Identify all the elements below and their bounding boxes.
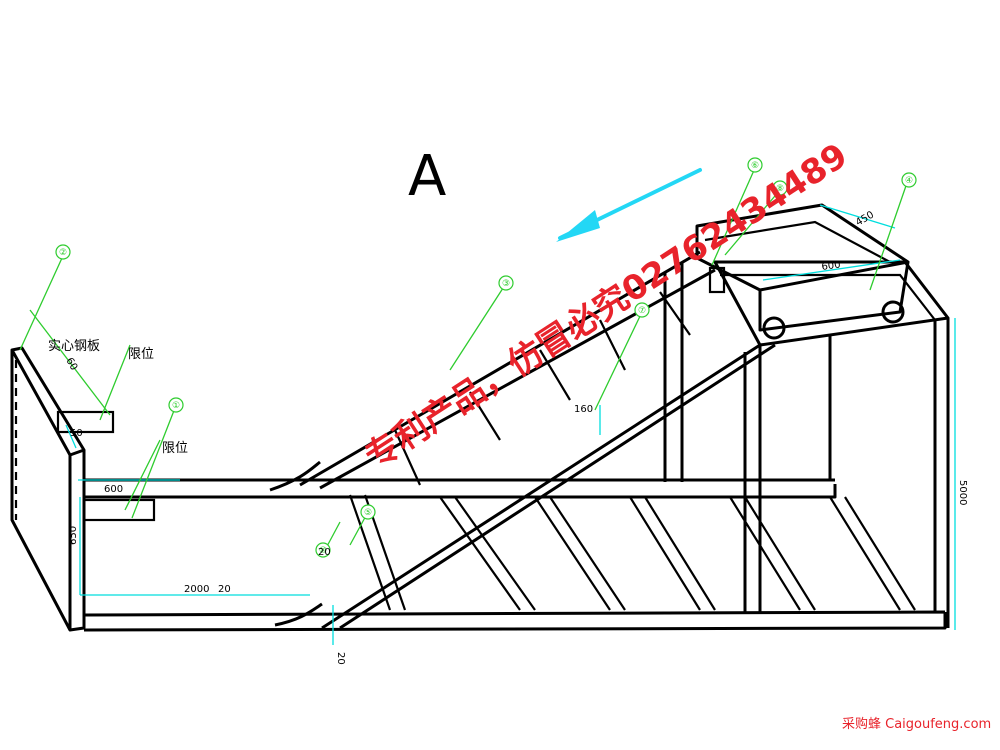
balloon-4: ④ (901, 172, 917, 188)
dim-600-left: 600 (104, 484, 123, 495)
dim-5000: 5000 (957, 480, 968, 505)
balloon-2: ② (55, 244, 71, 260)
footer-site: 采购蜂 Caigoufeng.com (842, 716, 991, 732)
balloon-5: ⑤ (360, 504, 376, 520)
svg-text:⑤: ⑤ (364, 508, 372, 518)
dim-20-bottom: 20 (218, 584, 231, 595)
leader-lines (19, 167, 909, 551)
svg-text:⑥: ⑥ (751, 161, 759, 171)
view-label: A (408, 144, 446, 209)
dim-20-center: 20 (318, 547, 331, 558)
limit-stop-top (56, 410, 115, 434)
dim-2000: 2000 (184, 584, 209, 595)
svg-text:⑧: ⑧ (776, 184, 784, 194)
dim-450: 450 (854, 210, 876, 229)
balloon-10: ⑩ (315, 542, 331, 558)
label-limit-top: 限位 (128, 347, 154, 362)
dim-60: 60 (63, 356, 79, 373)
svg-text:④: ④ (905, 176, 913, 186)
balloon-1: ① (168, 397, 184, 413)
dim-600-cart: 600 (821, 259, 841, 273)
label-solid-plate: 实心钢板 (48, 339, 100, 354)
cart (695, 203, 910, 332)
dim-50: 50 (70, 428, 83, 439)
balloon-3: ③ (498, 275, 514, 291)
svg-text:①: ① (172, 401, 180, 411)
svg-text:②: ② (59, 248, 67, 258)
svg-text:③: ③ (502, 279, 510, 289)
steel-frame (10, 203, 950, 632)
end-plate (10, 346, 86, 632)
svg-text:⑩: ⑩ (319, 546, 327, 556)
dim-650: 650 (68, 526, 79, 545)
label-limit-bottom: 限位 (162, 441, 188, 456)
svg-text:⑦: ⑦ (638, 306, 646, 316)
dim-20-vert: 20 (335, 652, 346, 665)
balloon-6: ⑥ (747, 157, 763, 173)
balloon-8: ⑧ (772, 180, 788, 196)
limit-stop-bottom (82, 498, 156, 522)
dimension-lines (65, 204, 956, 645)
dim-160: 160 (574, 404, 593, 415)
balloon-7: ⑦ (634, 302, 650, 318)
